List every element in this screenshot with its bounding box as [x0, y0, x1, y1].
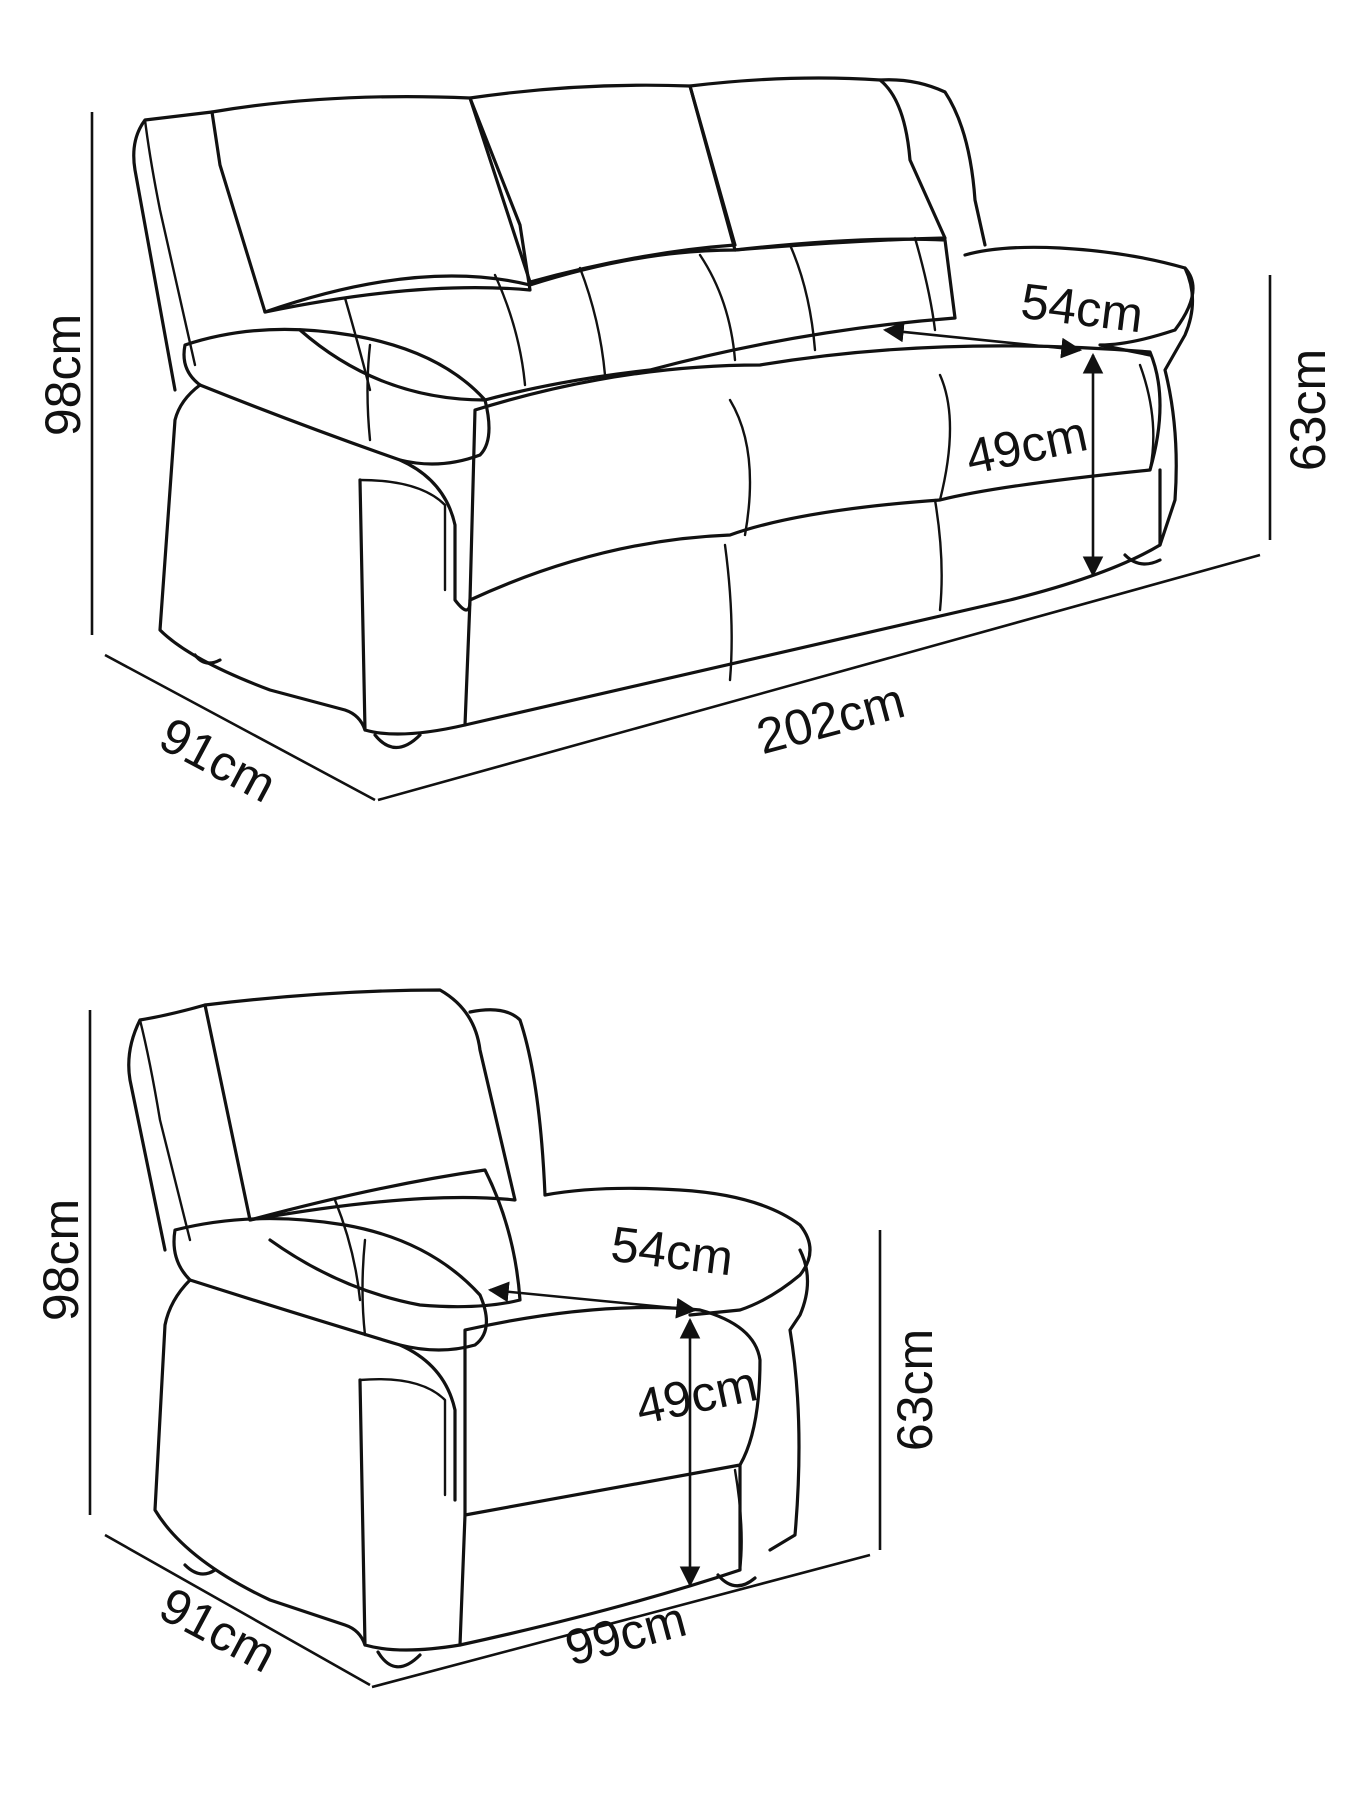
sofa-left-back-panel-inner: [143, 118, 197, 367]
sofa-depth-label: 91cm: [151, 707, 285, 814]
sofa-height-label: 98cm: [35, 314, 91, 436]
sofa-depth-dim-line: [104, 653, 376, 802]
sofa-backrest-right-edge: [878, 78, 987, 247]
chair-backrest-right-edge: [468, 1008, 547, 1197]
chair-front-base-divider: [733, 1468, 743, 1572]
chair-lumbar-cushion: [248, 1168, 522, 1309]
chair-left-back-panel: [127, 1003, 207, 1252]
chair-seat-depth-dim-line: [487, 1281, 698, 1319]
sofa-back-left-foot: [193, 653, 222, 665]
chair-dimensions: [88, 1010, 882, 1689]
sofa-seat-dividers: [728, 373, 952, 537]
chair-left-arm-pad: [172, 1216, 488, 1352]
sofa-left-back-panel: [132, 110, 214, 392]
chair-left-back-panel-inner: [138, 1018, 192, 1242]
chair-left-arm-face: [358, 1343, 462, 1652]
sofa-dimensions: [90, 112, 1272, 802]
sofa-seat-depth-dim-line: [882, 321, 1083, 359]
chair-back-left-foot: [183, 1563, 217, 1576]
armchair-drawing: [127, 988, 812, 1669]
chair-depth-label: 91cm: [151, 1577, 285, 1684]
chair-right-arm: [543, 1186, 812, 1317]
sofa-width-dim-line: [377, 553, 1261, 802]
chair-left-foot: [376, 1650, 422, 1669]
chair-back-cushion: [203, 988, 517, 1222]
sofa-left-arm-face: [358, 458, 472, 736]
chair-seat-depth-label: 54cm: [608, 1216, 736, 1286]
sofa-seat-cushions: [468, 344, 1162, 602]
chair-height-label: 98cm: [33, 1199, 89, 1321]
chair-left-arm-face-inner: [358, 1378, 447, 1497]
chair-left-arm-pad-seam: [361, 1238, 367, 1337]
sofa-left-foot: [373, 733, 422, 750]
chair-seat-height-label: 49cm: [631, 1355, 762, 1435]
sofa-right-arm-side: [1158, 266, 1195, 547]
chair-front-base: [458, 1463, 742, 1647]
sofa-left-arm-face-inner: [358, 478, 447, 592]
sofa-back-cushion-left: [210, 95, 532, 314]
sofa-right-foot: [1123, 553, 1162, 566]
chair-depth-dim-line: [104, 1533, 371, 1687]
sofa-arm-height-label: 63cm: [1280, 349, 1336, 471]
sofa-left-arm-pad: [182, 327, 491, 466]
sofa-width-label: 202cm: [751, 672, 910, 765]
chair-right-arm-side: [768, 1248, 810, 1552]
sofa-front-base-dividers: [723, 498, 943, 682]
chair-right-foot: [716, 1573, 757, 1588]
sofa-seat-height-label: 49cm: [961, 405, 1092, 485]
sofa-back-cushion-right: [688, 76, 947, 252]
chair-width-dim-line: [371, 1553, 871, 1689]
sofa-seat-depth-label: 54cm: [1018, 273, 1146, 343]
sofa-right-arm-inner: [1138, 363, 1155, 472]
chair-left-arm-front: [153, 1278, 367, 1647]
sofa-front-base: [463, 468, 1162, 727]
sofa-lumbar-dividers: [343, 236, 937, 392]
sofa-right-arm: [963, 245, 1195, 357]
three-seater-sofa-drawing: [132, 76, 1195, 750]
chair-arm-height-label: 63cm: [887, 1329, 943, 1451]
sofa-left-arm-pad-seam: [366, 343, 372, 442]
chair-lumbar-divider: [333, 1198, 362, 1302]
